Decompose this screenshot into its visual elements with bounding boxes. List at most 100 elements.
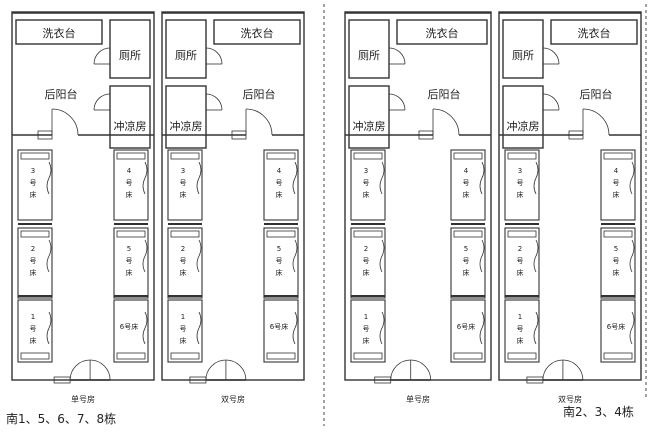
- bed-label-char: 床: [463, 268, 470, 277]
- shower-room: [165, 85, 207, 149]
- bed-pillow: [116, 352, 146, 360]
- bed-ladder: [379, 239, 385, 273]
- bed-pillow: [603, 230, 633, 238]
- balcony-door-swing: [245, 108, 273, 136]
- bed-label-char: 床: [613, 268, 620, 277]
- bed-frame: [263, 227, 299, 299]
- bed-frame: [167, 299, 203, 363]
- bed-b5: 5号床: [450, 227, 486, 299]
- bed-label-char: 床: [363, 190, 370, 199]
- bed-label-char: 5: [277, 245, 281, 253]
- bed-frame: [17, 149, 53, 221]
- toilet-door-swing: [205, 47, 223, 65]
- bed-label-char: 号: [363, 325, 370, 333]
- bed-label-char: 号: [363, 179, 370, 187]
- bed-pillow: [353, 352, 383, 360]
- bed-ladder: [46, 161, 52, 195]
- toilet-room: [165, 19, 207, 79]
- bed-b1: 1号床: [17, 299, 53, 363]
- bed-label-char: 床: [180, 190, 187, 199]
- laundry-label: 洗衣台: [426, 26, 459, 40]
- bed-pillow: [266, 352, 296, 360]
- bed-label-char: 床: [180, 268, 187, 277]
- bed-frame: [600, 149, 636, 221]
- shower-door-swing: [542, 93, 560, 111]
- bed-label: 6号床: [120, 322, 138, 331]
- bed-frame: [504, 227, 540, 299]
- bed-label-char: 床: [363, 268, 370, 277]
- bed-frame: [113, 227, 149, 299]
- laundry-counter: [396, 19, 488, 45]
- bed-ladder: [142, 311, 148, 345]
- bed-b3: 3号床: [504, 149, 540, 221]
- bed-pillow: [603, 352, 633, 360]
- bed-ladder: [479, 311, 485, 345]
- bed-b1: 1号床: [167, 299, 203, 363]
- entrance-door-swing-right: [90, 359, 111, 381]
- bed-label-char: 床: [363, 336, 370, 345]
- bed-label-char: 号: [517, 179, 524, 187]
- bed-label: 6号床: [270, 322, 288, 331]
- bed-label-char: 1: [364, 313, 368, 321]
- bed-pillow: [20, 230, 50, 238]
- bed-ladder: [533, 161, 539, 195]
- laundry-counter: [213, 19, 301, 45]
- toilet-room: [348, 19, 390, 79]
- shower-door: [542, 93, 560, 111]
- bed-pillow: [603, 152, 633, 160]
- bed-pillow: [453, 152, 483, 160]
- balcony-door-swing: [51, 108, 79, 136]
- bed-frame: [263, 149, 299, 221]
- bed-frame: [263, 299, 299, 363]
- entrance-door-swing-left: [542, 359, 563, 381]
- bed-pillow: [453, 230, 483, 238]
- laundry-counter: [15, 19, 103, 45]
- bed-frame: [350, 227, 386, 299]
- bed-label-char: 号: [517, 257, 524, 265]
- shower-room: [502, 85, 544, 149]
- toilet-door: [205, 47, 223, 65]
- bed-label-char: 床: [517, 268, 524, 277]
- bed-b2: 2号床: [350, 227, 386, 299]
- bed-frame: [600, 227, 636, 299]
- bed-label: 6号床: [457, 322, 475, 331]
- bed-pillow: [353, 152, 383, 160]
- bed-label-char: 床: [276, 268, 283, 277]
- bed-label-char: 号: [363, 257, 370, 265]
- bed-ladder: [379, 311, 385, 345]
- bed-label-char: 号: [30, 325, 37, 333]
- bed-ladder: [196, 311, 202, 345]
- toilet-room: [502, 19, 544, 79]
- bed-b5: 5号床: [600, 227, 636, 299]
- bed-pillow: [507, 352, 537, 360]
- bed-label-char: 床: [30, 190, 37, 199]
- bed-b6: 6号床: [450, 299, 486, 363]
- toilet-door: [542, 47, 560, 65]
- bed-ladder: [292, 311, 298, 345]
- bed-label-char: 号: [517, 325, 524, 333]
- toilet-room: [109, 19, 151, 79]
- entrance-door-swing-right: [410, 359, 432, 381]
- bed-label-char: 号: [463, 257, 470, 265]
- toilet-door-swing: [93, 47, 111, 65]
- bed-frame: [450, 227, 486, 299]
- bed-pillow: [507, 152, 537, 160]
- bed-label-char: 号: [276, 179, 283, 187]
- bed-label-char: 床: [30, 268, 37, 277]
- balcony-door-swing: [432, 108, 460, 136]
- bed-label-char: 1: [181, 313, 185, 321]
- bed-label-char: 4: [614, 167, 619, 175]
- bed-ladder: [533, 239, 539, 273]
- bed-b2: 2号床: [167, 227, 203, 299]
- bed-label-char: 3: [181, 167, 185, 175]
- bed-pillow: [20, 352, 50, 360]
- bed-pillow: [20, 152, 50, 160]
- balcony-label: 后阳台: [45, 87, 78, 101]
- bed-b5: 5号床: [113, 227, 149, 299]
- balcony-label: 后阳台: [243, 87, 276, 101]
- shower-label: 冲凉房: [507, 119, 540, 133]
- bed-label-char: 号: [613, 179, 620, 187]
- balcony-label: 后阳台: [428, 87, 461, 101]
- laundry-label: 洗衣台: [578, 26, 611, 40]
